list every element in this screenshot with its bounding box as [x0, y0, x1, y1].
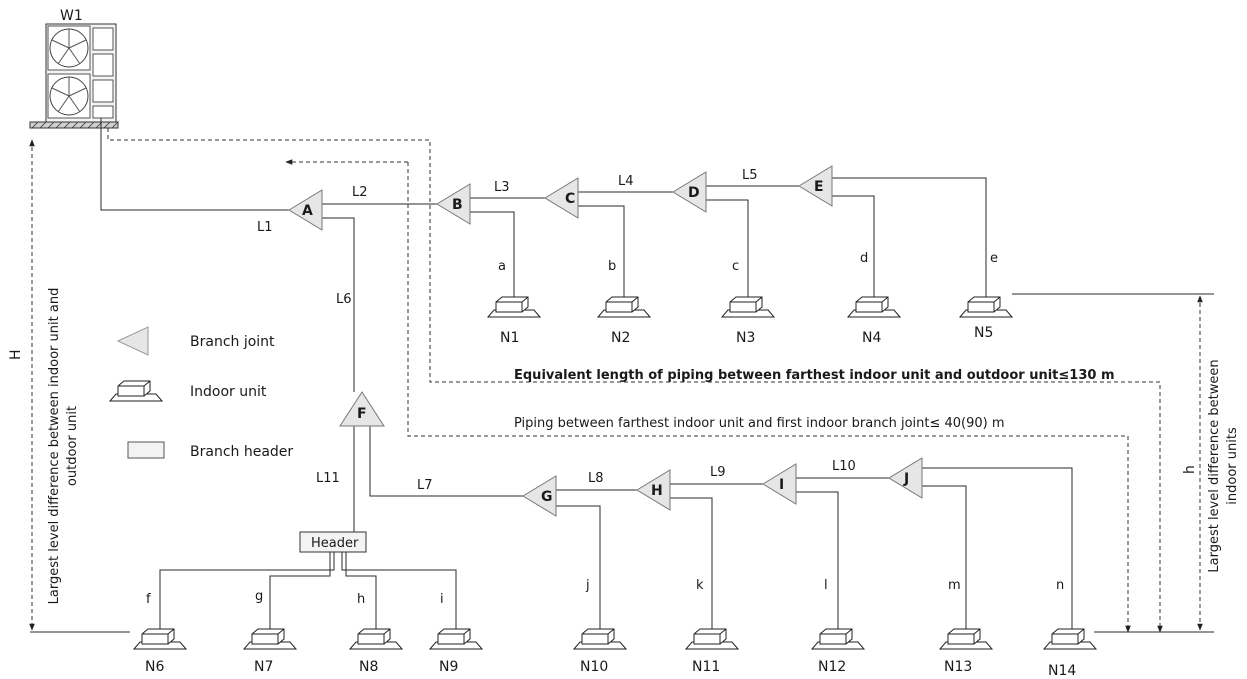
pipe-label: L8	[588, 471, 604, 486]
branch-joint-f: F	[339, 391, 385, 427]
joint-label: F	[357, 406, 367, 422]
branch-joint-e: E	[798, 165, 833, 207]
indoor-unit-label: N7	[254, 659, 273, 675]
legend: Branch joint Indoor unit Branch header	[109, 326, 293, 460]
measurement-lines	[29, 128, 1203, 633]
pipe-label: L1	[257, 220, 273, 235]
level-difference-h: h Largest level difference between indoo…	[1182, 359, 1240, 572]
pipe-label: e	[990, 251, 998, 266]
branch-joint-j: J	[888, 457, 923, 499]
pipe-label: L10	[832, 459, 856, 474]
indoor-unit-legend-icon	[109, 380, 163, 402]
joint-label: H	[651, 483, 663, 499]
pipe-label: L2	[352, 185, 368, 200]
pipe-label: L11	[316, 471, 340, 486]
legend-indoor-unit: Indoor unit	[190, 384, 267, 400]
pipe-label: f	[146, 592, 151, 607]
indoor-unit-label: N5	[974, 325, 993, 341]
H-description-line2: outdoor unit	[65, 406, 80, 486]
pipe-label: i	[440, 592, 444, 607]
indoor-unit-icon	[429, 628, 483, 650]
branch-joint-b: B	[436, 183, 471, 225]
pipe-label: n	[1056, 578, 1064, 593]
branch-joint-g: G	[522, 475, 557, 517]
indoor-unit-icon	[685, 628, 739, 650]
indoor-unit-icon	[573, 628, 627, 650]
pipe-label: h	[357, 592, 365, 607]
indoor-unit-label: N12	[818, 659, 846, 675]
piping-lines	[30, 118, 1214, 633]
joint-label: D	[688, 185, 700, 201]
H-description-line1: Largest level difference between indoor …	[47, 288, 62, 605]
H-label: H	[8, 349, 24, 360]
pipe-label: L3	[494, 180, 510, 195]
h-label: h	[1182, 465, 1198, 474]
branch-joint-d: D	[672, 171, 707, 213]
indoor-unit-icon	[939, 628, 993, 650]
pipe-label: L9	[710, 465, 726, 480]
level-difference-H: H Largest level difference between indoo…	[8, 288, 80, 605]
indoor-unit-icon	[721, 296, 775, 318]
indoor-unit-label: N3	[736, 330, 755, 346]
indoor-unit-icon	[243, 628, 297, 650]
branch-joint-i: I	[762, 463, 797, 505]
joint-label: C	[565, 191, 575, 207]
pipe-label: L5	[742, 168, 758, 183]
indoor-unit-icon	[133, 628, 187, 650]
indoor-unit-icon	[597, 296, 651, 318]
pipe-label: g	[255, 589, 263, 604]
branch-joint-h: H	[636, 469, 671, 511]
indoor-unit-icon	[487, 296, 541, 318]
indoor-unit-icon	[1043, 628, 1097, 650]
branch-header-legend-icon	[127, 441, 165, 459]
equivalent-length-note: Equivalent length of piping between fart…	[514, 368, 1115, 383]
joint-label: I	[779, 477, 784, 493]
legend-branch-header: Branch header	[190, 444, 293, 460]
joint-label: B	[452, 197, 463, 213]
first-joint-note: Piping between farthest indoor unit and …	[514, 416, 1005, 431]
pipe-label: L4	[618, 174, 634, 189]
pipe-label: b	[608, 259, 616, 274]
joint-label: E	[814, 179, 824, 195]
branch-joint-c: C	[544, 177, 579, 219]
pipe-label: j	[585, 578, 590, 593]
pipe-label: m	[948, 578, 961, 593]
indoor-unit-label: N2	[611, 330, 630, 346]
indoor-unit-label: N11	[692, 659, 720, 675]
indoor-unit-label: N1	[500, 330, 519, 346]
joint-label: G	[541, 489, 553, 505]
indoor-unit-label: N13	[944, 659, 972, 675]
indoor-unit-icon	[959, 296, 1013, 318]
indoor-unit-label: N9	[439, 659, 458, 675]
pipe-label: L7	[417, 478, 433, 493]
indoor-unit-label: N10	[580, 659, 608, 675]
pipe-label: d	[860, 251, 868, 266]
indoor-unit-icon	[847, 296, 901, 318]
pipe-labels: L1 L2 L3 L4 L5 L6 L7 L8 L9 L10 L11 a b c…	[146, 168, 1064, 607]
branch-joint-a: A	[288, 189, 323, 231]
outdoor-unit-w1: W1	[29, 8, 119, 129]
pipe-label: a	[498, 259, 506, 274]
indoor-unit-label: N4	[862, 330, 881, 346]
pipe-label: k	[696, 578, 704, 593]
joint-label: J	[903, 471, 909, 487]
h-description-line2: indoor units	[1225, 427, 1240, 505]
indoor-unit-icon	[349, 628, 403, 650]
legend-branch-joint: Branch joint	[190, 334, 275, 350]
header-label: Header	[311, 536, 359, 551]
branch-header: Header	[299, 531, 367, 553]
h-description-line1: Largest level difference between	[1207, 359, 1222, 572]
indoor-units: N1 N2 N3 N4 N5 N6 N7 N8 N9 N10 N11 N12 N…	[133, 296, 1097, 679]
indoor-unit-label: N8	[359, 659, 378, 675]
outdoor-unit-label: W1	[60, 8, 83, 24]
pipe-label: l	[824, 578, 828, 593]
branch-joint-legend-icon	[116, 326, 149, 356]
pipe-label: c	[732, 259, 739, 274]
indoor-unit-label: N14	[1048, 663, 1076, 679]
joint-label: A	[302, 203, 313, 219]
indoor-unit-label: N6	[145, 659, 164, 675]
indoor-unit-icon	[811, 628, 865, 650]
pipe-label: L6	[336, 292, 352, 307]
